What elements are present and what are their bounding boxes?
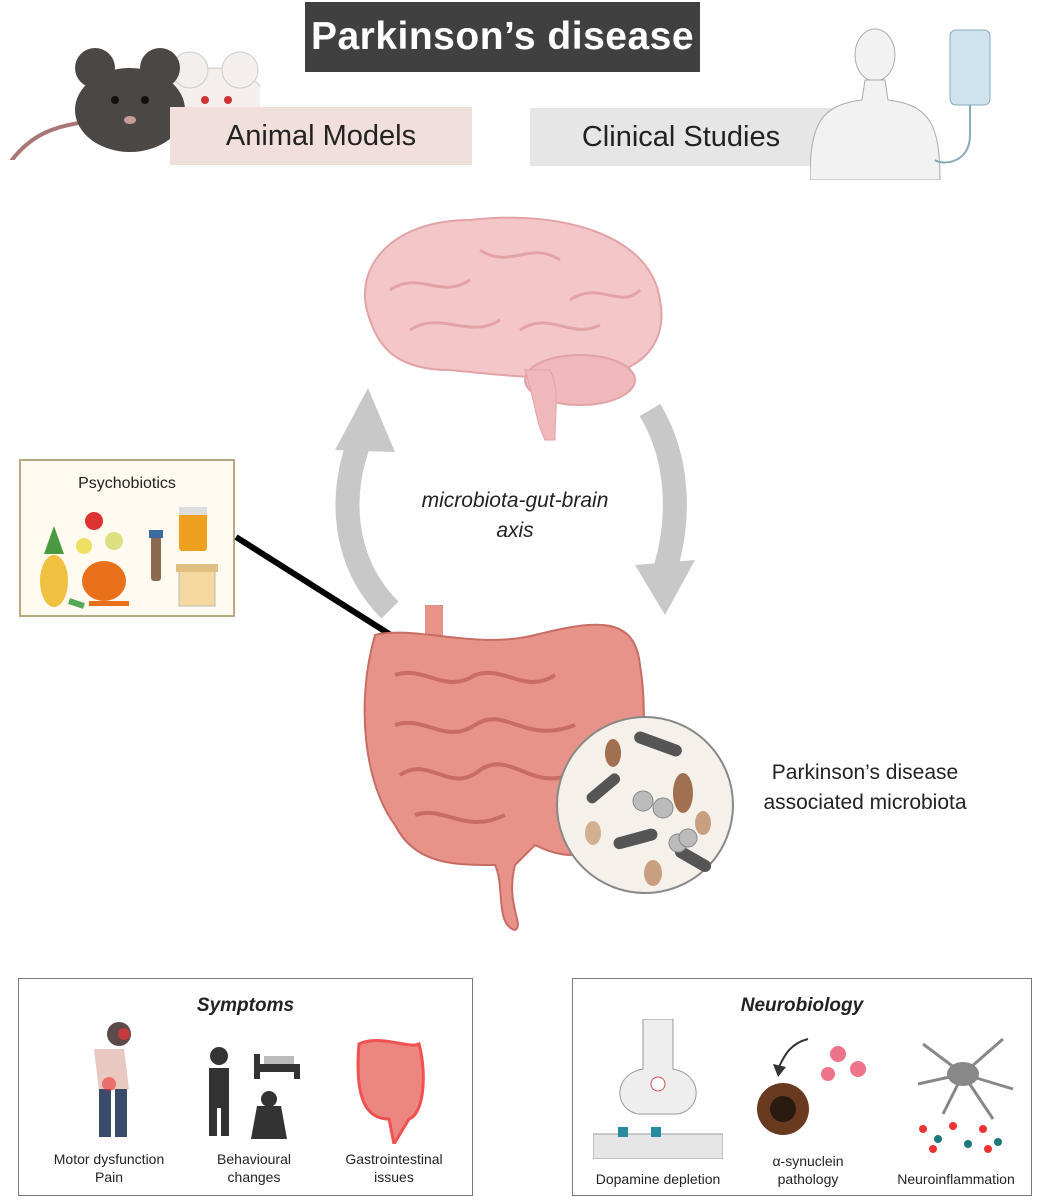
neurobiology-panel: Neurobiology Dopamine depletion α-synucl… xyxy=(572,978,1032,1196)
arrow-down-head xyxy=(635,560,695,615)
behavioural-icon xyxy=(209,1047,300,1139)
neuro-dopamine-caption: Dopamine depletion xyxy=(583,1170,733,1188)
microbiota-circle xyxy=(556,716,734,894)
brain-illustration xyxy=(364,216,663,441)
symptom-behaviour-line1: Behavioural xyxy=(217,1151,291,1167)
axis-label: microbiota-gut-brain axis xyxy=(380,486,650,546)
neuro-inflammation-line1: Neuroinflammation xyxy=(897,1171,1015,1187)
patient-iv-illustration xyxy=(810,28,991,180)
neuro-synuclein-line2: pathology xyxy=(777,1171,839,1187)
symptom-behaviour-line2: changes xyxy=(227,1169,281,1185)
axis-label-line1: microbiota-gut-brain xyxy=(421,489,609,512)
clinical-studies-label: Clinical Studies xyxy=(530,108,832,166)
neuro-dopamine-line1: Dopamine depletion xyxy=(595,1171,721,1187)
neuro-synuclein-caption: α-synuclein pathology xyxy=(743,1152,873,1188)
symptoms-panel: Symptoms Motor dysfunction Pain Behaviou… xyxy=(18,978,473,1196)
neuro-inflammation-caption: Neuroinflammation xyxy=(881,1170,1031,1188)
symptom-behaviour-caption: Behavioural changes xyxy=(194,1150,314,1186)
page-title: Parkinson’s disease xyxy=(305,2,700,72)
symptom-motor-line1: Motor dysfunction xyxy=(53,1151,165,1167)
symptom-gi-caption: Gastrointestinal issues xyxy=(324,1150,464,1186)
foods-illustration xyxy=(40,507,218,609)
neuroinflammation-icon xyxy=(917,1037,1014,1153)
neurobiology-title: Neurobiology xyxy=(740,995,864,1016)
psychobiotics-title: Psychobiotics xyxy=(78,475,176,492)
symptom-gi-line2: issues xyxy=(374,1169,414,1185)
gastrointestinal-icon xyxy=(356,1039,425,1144)
arrow-up xyxy=(335,435,399,619)
symptom-motor-line2: Pain xyxy=(94,1169,124,1185)
psychobiotics-box: Psychobiotics xyxy=(19,459,235,617)
neuro-synuclein-line1: α-synuclein xyxy=(772,1153,844,1169)
axis-cycle-arrows xyxy=(335,388,695,619)
pd-microbiota-line2: associated microbiota xyxy=(763,791,967,814)
symptom-gi-line1: Gastrointestinal xyxy=(345,1151,443,1167)
pd-microbiota-label: Parkinson’s disease associated microbiot… xyxy=(735,758,995,818)
symptom-motor-caption: Motor dysfunction Pain xyxy=(29,1150,189,1186)
alpha-synuclein-icon xyxy=(757,1038,866,1135)
motor-dysfunction-icon xyxy=(94,1022,131,1137)
axis-label-line2: axis xyxy=(496,519,534,542)
arrow-down xyxy=(639,403,687,574)
pd-microbiota-line1: Parkinson’s disease xyxy=(771,761,959,784)
symptoms-title: Symptoms xyxy=(196,995,295,1016)
arrow-up-head xyxy=(335,388,395,452)
animal-models-label: Animal Models xyxy=(170,107,472,165)
synapse-icon xyxy=(593,1019,723,1159)
